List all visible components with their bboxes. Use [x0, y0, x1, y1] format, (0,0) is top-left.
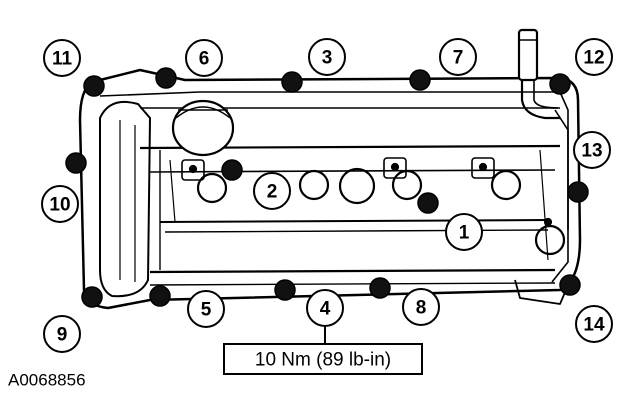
label-5: 5	[201, 300, 212, 321]
label-4: 4	[320, 299, 331, 320]
bolt-1	[417, 192, 439, 214]
label-11: 11	[52, 49, 73, 70]
callout-13	[573, 131, 611, 169]
oil-filler-cap	[171, 99, 235, 157]
label-6: 6	[199, 49, 210, 70]
bolt-10	[65, 152, 87, 174]
bolt-14	[559, 274, 581, 296]
label-10: 10	[49, 195, 70, 216]
label-2: 2	[267, 182, 278, 203]
bolt-12	[549, 73, 571, 95]
label-14: 14	[583, 315, 605, 336]
callout-7	[439, 38, 477, 76]
callout-9	[43, 315, 81, 353]
bolt-5	[149, 285, 171, 307]
torque-spec: 10 Nm (89 lb-in)	[223, 326, 423, 375]
callout-5	[187, 290, 225, 328]
callout-14	[575, 305, 613, 343]
callout-8	[402, 288, 440, 326]
valve-cover	[78, 68, 582, 310]
label-7: 7	[453, 48, 464, 69]
bolt-3	[281, 71, 303, 93]
bolt-7	[409, 69, 431, 91]
bolt-13	[567, 181, 589, 203]
label-1: 1	[459, 223, 470, 244]
callout-11	[43, 39, 81, 77]
figure-id: A0068856	[8, 371, 86, 390]
cover-bolts	[65, 67, 589, 308]
plug-openings	[181, 157, 566, 256]
bolt-2	[221, 159, 243, 181]
callout-6	[185, 39, 223, 77]
callout-12	[575, 38, 613, 76]
sequence-callouts	[41, 38, 613, 353]
bolt-9	[81, 286, 103, 308]
bolt-11	[83, 75, 105, 97]
callout-3	[308, 38, 346, 76]
label-9: 9	[57, 325, 68, 346]
label-3: 3	[322, 48, 333, 69]
bolt-4	[274, 279, 296, 301]
callout-10	[41, 185, 79, 223]
callout-1	[445, 213, 483, 251]
torque-spec-box	[223, 343, 423, 375]
callout-2	[253, 172, 291, 210]
bolt-6	[155, 67, 177, 89]
breather-tube	[517, 28, 560, 120]
bolt-8	[369, 277, 391, 299]
label-12: 12	[583, 48, 604, 69]
label-8: 8	[416, 298, 427, 319]
label-13: 13	[581, 141, 602, 162]
torque-spec-text: 10 Nm (89 lb-in)	[255, 350, 391, 371]
